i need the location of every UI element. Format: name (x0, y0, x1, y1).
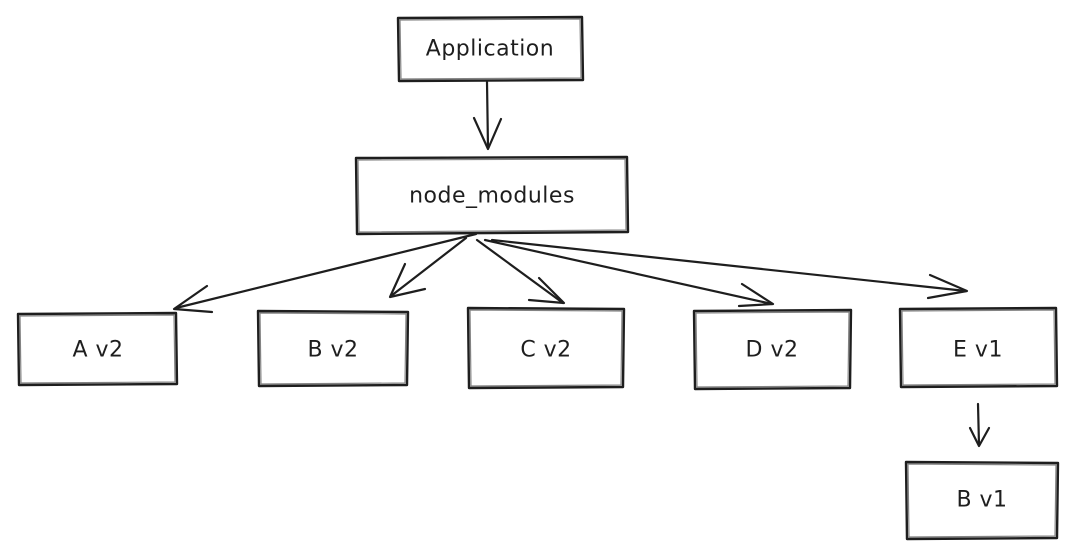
edge-node-modules-to-b-v2 (388, 236, 468, 299)
edge-node-modules-to-e-v1 (490, 238, 969, 300)
node-d-v2[interactable]: D v2 (692, 308, 853, 391)
node-node-modules-label: node_modules (409, 184, 575, 209)
node-e-v1-label: E v1 (953, 338, 1003, 363)
node-a-v2-label: A v2 (72, 338, 123, 363)
node-e-v1[interactable]: E v1 (898, 306, 1059, 389)
edge-node-modules-to-a-v2 (172, 232, 478, 314)
edge-node-modules-to-c-v2 (475, 238, 566, 305)
node-b-v2-label: B v2 (307, 338, 358, 363)
node-a-v2[interactable]: A v2 (16, 311, 179, 387)
node-b-v1[interactable]: B v1 (904, 460, 1060, 541)
node-application[interactable]: Application (396, 15, 585, 83)
node-application-label: Application (426, 37, 554, 62)
node-c-v2[interactable]: C v2 (466, 306, 626, 390)
edge-e-v1-to-b-v1 (968, 402, 991, 448)
node-d-v2-label: D v2 (746, 338, 799, 363)
node-c-v2-label: C v2 (520, 338, 571, 363)
node-node-modules[interactable]: node_modules (354, 155, 630, 236)
edge-application-to-node-modules (472, 80, 503, 151)
node-b-v2[interactable]: B v2 (256, 309, 410, 388)
node-b-v1-label: B v1 (956, 488, 1007, 513)
edge-node-modules-to-d-v2 (483, 238, 775, 308)
